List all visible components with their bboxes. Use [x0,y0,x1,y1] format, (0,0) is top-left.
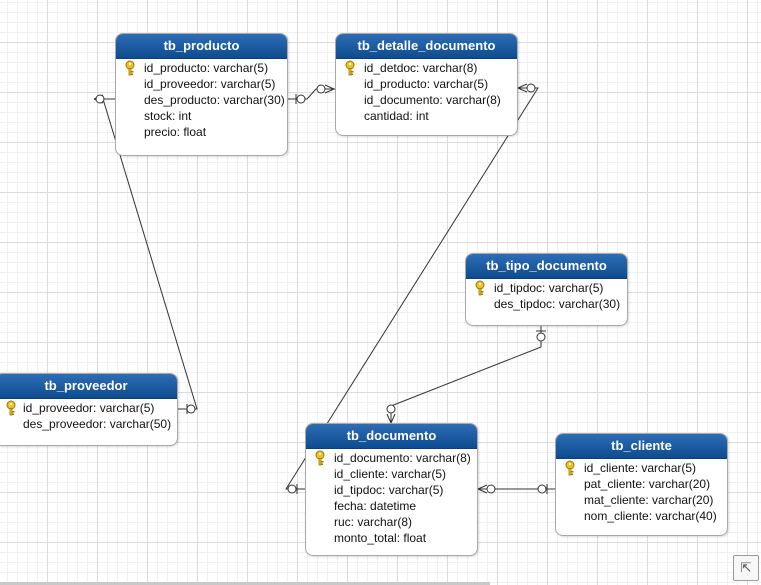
column-row: id_proveedor: varchar(5) [116,76,287,92]
column-text: id_tipdoc: varchar(5) [494,281,604,295]
column-row: fecha: datetime [306,498,477,514]
entity-tb-detalle-documento[interactable]: tb_detalle_documento id_detdoc: varchar(… [335,33,518,136]
column-row: id_cliente: varchar(5) [306,466,477,482]
column-row: precio: float [116,124,287,140]
primary-key-icon [6,400,16,416]
column-row: id_documento: varchar(8) [336,92,517,108]
collapse-arrow-icon[interactable]: ⇱ [733,555,759,581]
rel-proveedor-producto[interactable] [93,94,198,414]
rel-producto-detalle[interactable] [288,84,335,104]
primary-key-icon [565,460,575,476]
column-row: id_cliente: varchar(5) [556,460,727,476]
primary-key-icon [345,60,355,76]
entity-title: tb_proveedor [0,374,177,399]
column-row: id_proveedor: varchar(5) [0,400,177,416]
column-row: mat_cliente: varchar(20) [556,492,727,508]
column-row: cantidad: int [336,108,517,124]
column-text: precio: float [144,125,207,139]
entity-tb-documento[interactable]: tb_documento id_documento: varchar(8) id… [305,423,478,556]
column-text: stock: int [144,109,192,123]
column-text: id_documento: varchar(8) [364,93,501,107]
entity-tb-producto[interactable]: tb_producto id_producto: varchar(5) id_p… [115,33,288,156]
column-row: ruc: varchar(8) [306,514,477,530]
column-text: id_tipdoc: varchar(5) [334,483,444,497]
horizontal-scrollbar[interactable] [0,582,490,585]
column-row: stock: int [116,108,287,124]
column-row: id_tipdoc: varchar(5) [466,280,627,296]
primary-key-icon [315,450,325,466]
column-text: pat_cliente: varchar(20) [584,477,711,491]
column-row: id_producto: varchar(5) [116,60,287,76]
column-text: id_detdoc: varchar(8) [364,61,478,75]
column-text: mat_cliente: varchar(20) [584,493,714,507]
column-row: nom_cliente: varchar(40) [556,508,727,524]
entity-tb-proveedor[interactable]: tb_proveedor id_proveedor: varchar(5) de… [0,373,178,446]
entity-title: tb_detalle_documento [336,34,517,59]
column-text: id_cliente: varchar(5) [584,461,697,475]
rel-tipo-documento[interactable] [386,326,546,424]
column-text: id_proveedor: varchar(5) [23,401,155,415]
rel-cliente-documento[interactable] [477,484,555,494]
column-text: id_producto: varchar(5) [144,61,269,75]
column-text: nom_cliente: varchar(40) [584,509,717,523]
column-row: des_tipdoc: varchar(30) [466,296,627,312]
column-row: des_producto: varchar(30) [116,92,287,108]
column-text: id_cliente: varchar(5) [334,467,447,481]
entity-title: tb_producto [116,34,287,59]
entity-title: tb_tipo_documento [466,254,627,279]
column-text: cantidad: int [364,109,429,123]
entity-tb-tipo-documento[interactable]: tb_tipo_documento id_tipdoc: varchar(5) … [465,253,628,326]
entity-tb-cliente[interactable]: tb_cliente id_cliente: varchar(5) pat_cl… [555,433,728,536]
column-text: fecha: datetime [334,499,417,513]
column-row: monto_total: float [306,530,477,546]
entity-title: tb_cliente [556,434,727,459]
column-text: des_proveedor: varchar(50) [23,417,172,431]
column-text: id_documento: varchar(8) [334,451,471,465]
column-text: id_producto: varchar(5) [364,77,489,91]
column-text: monto_total: float [334,531,427,545]
column-text: id_proveedor: varchar(5) [144,77,276,91]
primary-key-icon [475,280,485,296]
column-row: id_detdoc: varchar(8) [336,60,517,76]
column-text: des_tipdoc: varchar(30) [494,297,621,311]
column-row: pat_cliente: varchar(20) [556,476,727,492]
entity-title: tb_documento [306,424,477,449]
column-text: ruc: varchar(8) [334,515,413,529]
primary-key-icon [125,60,135,76]
column-text: des_producto: varchar(30) [144,93,285,107]
column-row: id_tipdoc: varchar(5) [306,482,477,498]
column-row: id_producto: varchar(5) [336,76,517,92]
column-row: id_documento: varchar(8) [306,450,477,466]
rel-documento-detalle[interactable] [285,83,539,494]
column-row: des_proveedor: varchar(50) [0,416,177,432]
